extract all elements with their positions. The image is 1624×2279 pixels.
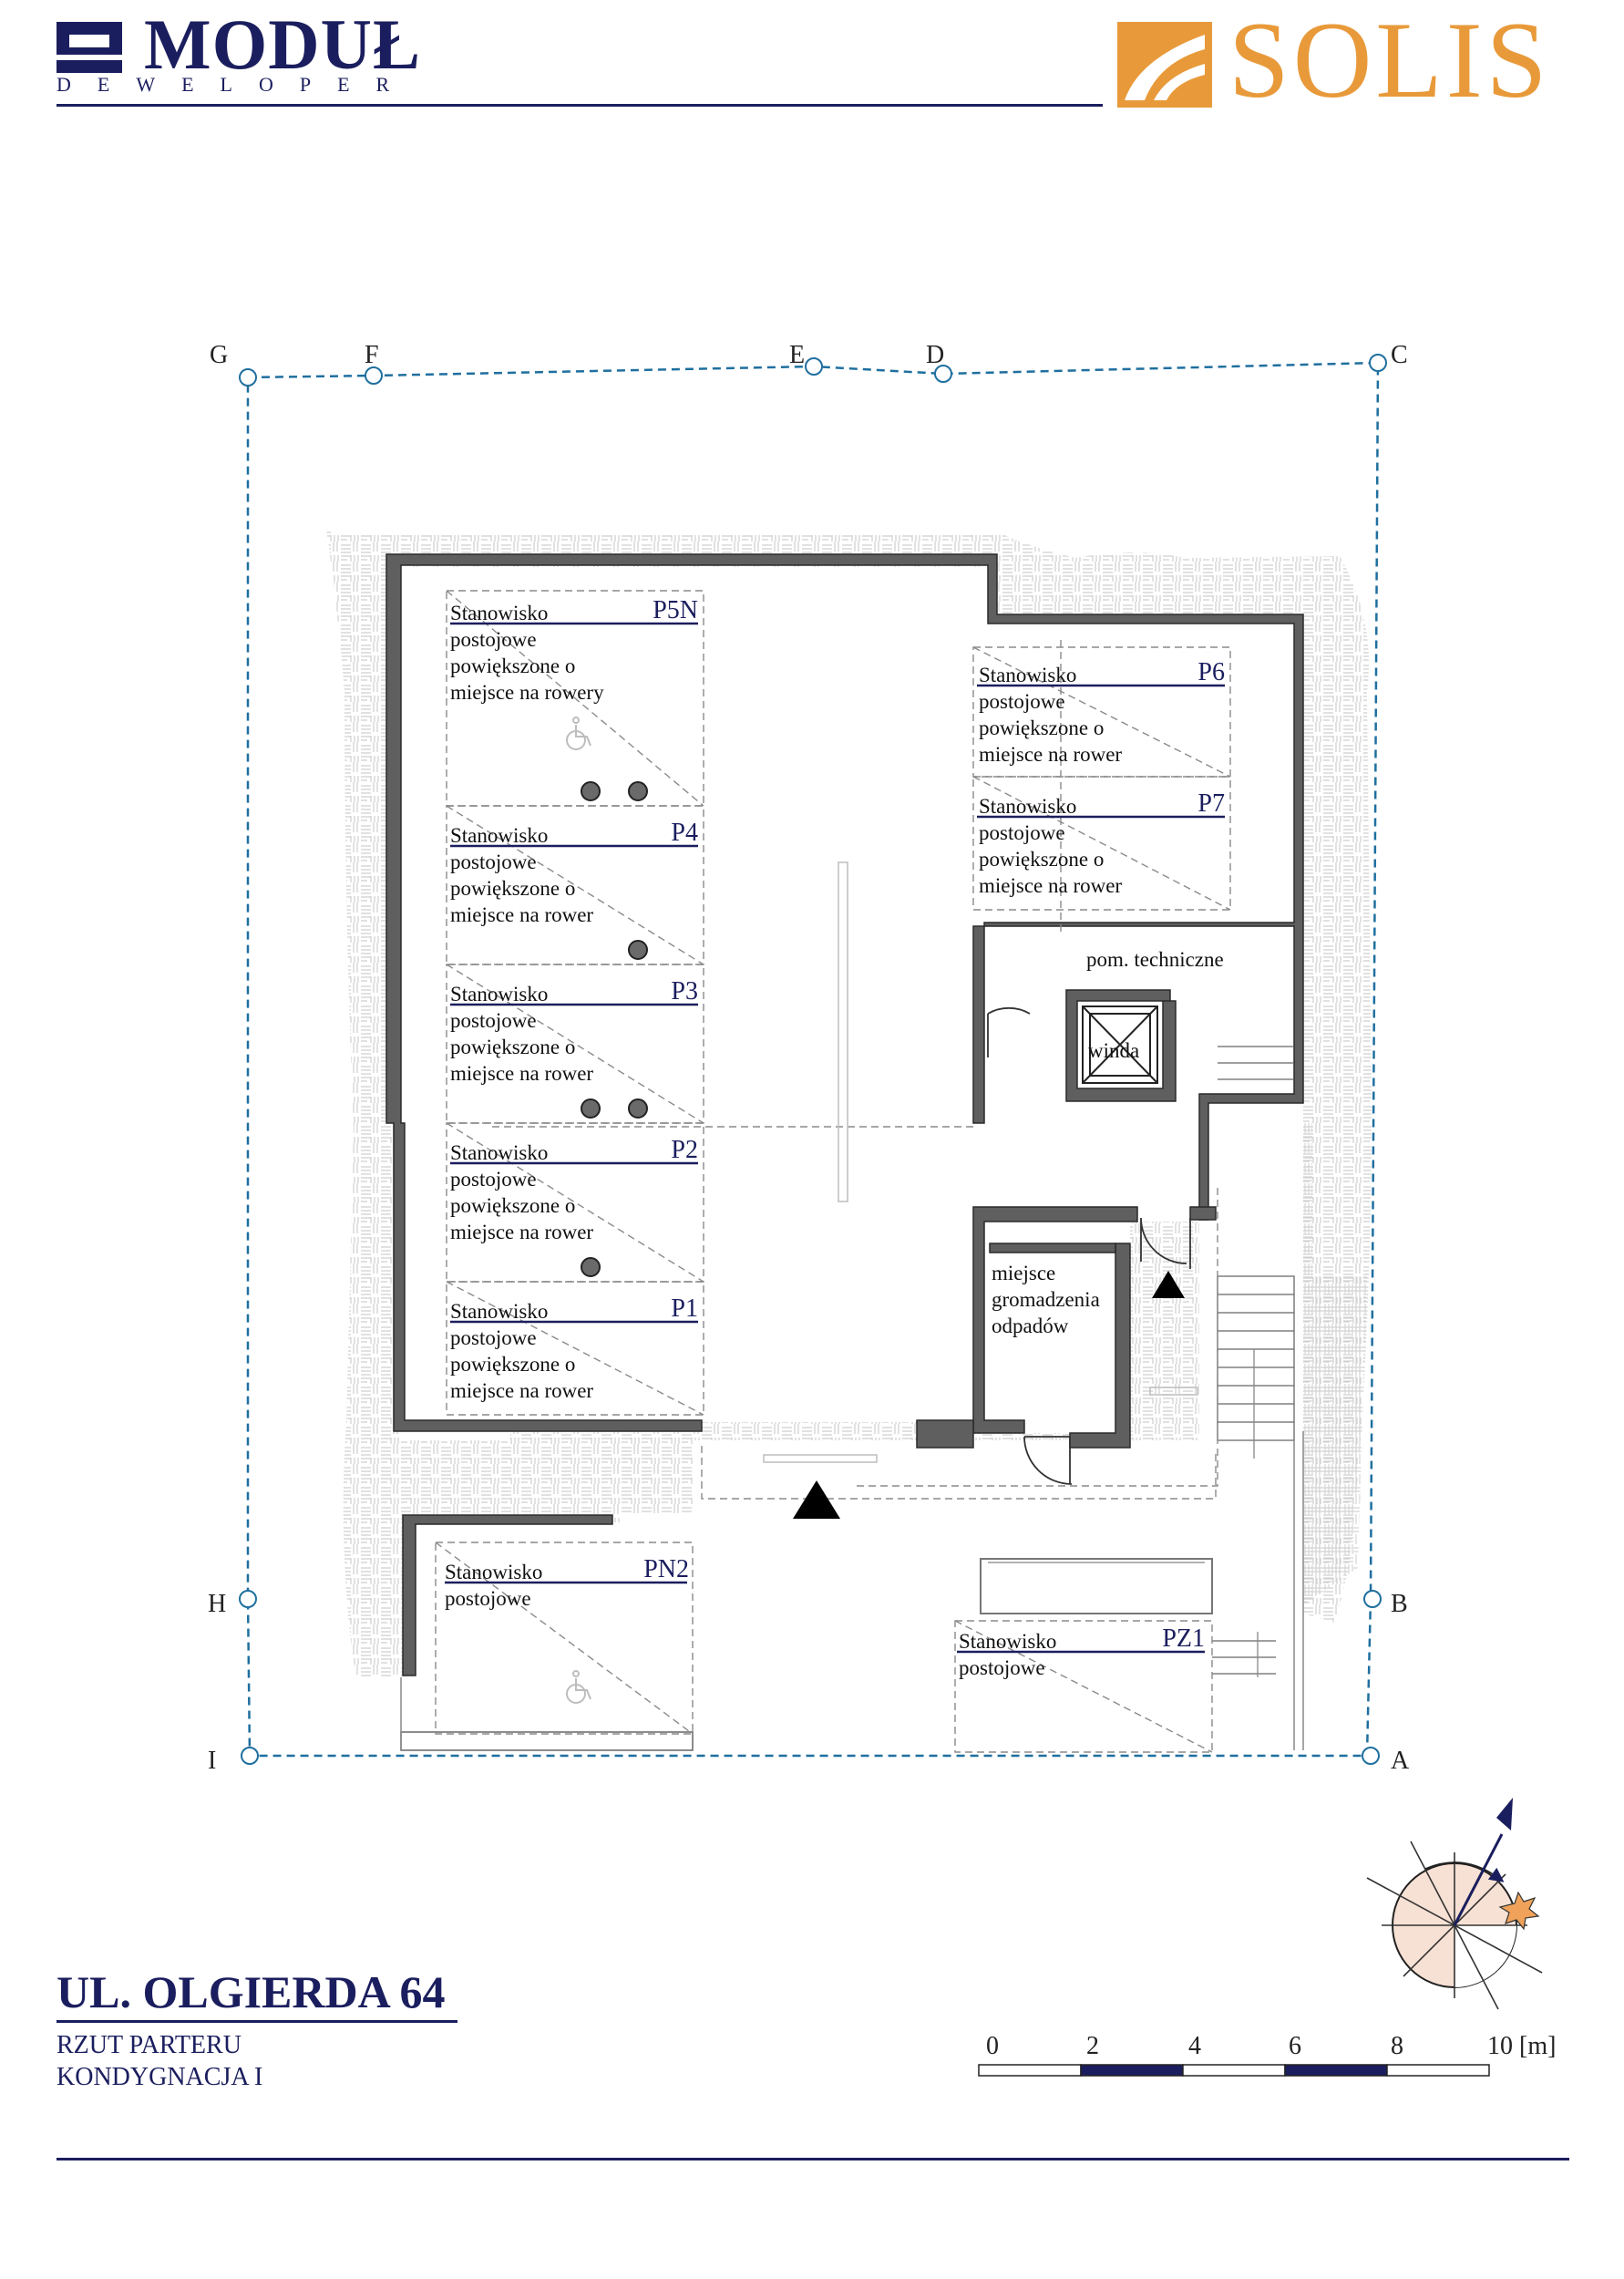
grid-axes bbox=[239, 354, 1387, 1765]
axis-label-f: F bbox=[365, 341, 379, 369]
railing bbox=[400, 1431, 1304, 1751]
space-p1-text: Stanowisko postojowe powiększone o miejs… bbox=[450, 1300, 593, 1402]
space-id-p4: P4 bbox=[671, 819, 698, 847]
address-title: UL. OLGIERDA 64 bbox=[57, 1966, 446, 2017]
side-entrance-arrow bbox=[1152, 1271, 1185, 1298]
axis-marker-h bbox=[239, 1590, 257, 1608]
walls bbox=[385, 553, 1304, 1676]
space-id-p5n: P5N bbox=[653, 596, 698, 624]
solis-logo-mark bbox=[1117, 22, 1212, 108]
modul-logo-mark bbox=[57, 22, 122, 73]
axis-marker-d bbox=[934, 365, 952, 383]
space-id-pz1: PZ1 bbox=[1162, 1624, 1205, 1653]
main-entrance-arrow bbox=[793, 1480, 840, 1519]
axis-marker-g bbox=[239, 368, 257, 387]
space-id-p2: P2 bbox=[671, 1136, 698, 1164]
space-id-pn2: PN2 bbox=[643, 1555, 689, 1583]
scale-bar bbox=[978, 2064, 1490, 2077]
scale-label-2: 2 bbox=[1086, 2032, 1099, 2060]
room-technical-label: pom. techniczne bbox=[1086, 948, 1224, 971]
scale-label-0: 0 bbox=[986, 2032, 999, 2060]
doors bbox=[987, 1007, 1191, 1485]
compass-icon bbox=[1366, 1798, 1543, 2010]
brand-left-sub: DEWELOPER bbox=[57, 73, 416, 96]
space-id-p1: P1 bbox=[671, 1294, 698, 1323]
space-pz1-text: Stanowisko postojowe bbox=[959, 1630, 1062, 1679]
space-label-underlines bbox=[445, 622, 1225, 1654]
elevator-shaft bbox=[1082, 1005, 1158, 1084]
footer-rule bbox=[57, 2158, 1569, 2160]
brand-right-name: SOLIS bbox=[1228, 0, 1551, 120]
axis-label-i: I bbox=[208, 1747, 216, 1775]
axis-label-b: B bbox=[1391, 1590, 1408, 1618]
space-id-p3: P3 bbox=[671, 977, 698, 1005]
axis-label-d: D bbox=[926, 341, 944, 369]
axis-marker-f bbox=[365, 366, 383, 385]
room-waste-label: miejsce gromadzenia odpadów bbox=[992, 1262, 1105, 1337]
columns bbox=[581, 781, 648, 1277]
entrance-arrows bbox=[793, 1271, 1185, 1519]
parking-space-outlines bbox=[435, 590, 1231, 1753]
space-p4-text: Stanowisko postojowe powiększone o miejs… bbox=[450, 824, 593, 926]
title-underline bbox=[57, 2020, 457, 2023]
room-elevator-label: winda bbox=[1088, 1039, 1139, 1062]
scale-label-4: 4 bbox=[1188, 2032, 1201, 2060]
accessibility-symbols bbox=[566, 717, 591, 1704]
space-id-p7: P7 bbox=[1197, 789, 1225, 818]
axis-marker-i bbox=[241, 1747, 259, 1765]
plot-boundary bbox=[246, 361, 1380, 1758]
level-name: KONDYGNACJA I bbox=[57, 2063, 263, 2091]
scale-label-6: 6 bbox=[1289, 2032, 1301, 2060]
space-id-p6: P6 bbox=[1197, 658, 1225, 686]
brand-left-name: MODUŁ bbox=[144, 5, 421, 84]
axis-marker-a bbox=[1362, 1747, 1380, 1765]
wheelchair-icon bbox=[566, 1670, 591, 1704]
axis-marker-b bbox=[1363, 1590, 1382, 1608]
plan-name: RZUT PARTERU bbox=[57, 2031, 242, 2059]
axis-marker-e bbox=[805, 357, 823, 376]
wheelchair-icon bbox=[566, 717, 591, 750]
scale-label-10: 10 [m] bbox=[1487, 2032, 1557, 2060]
axis-label-a: A bbox=[1391, 1747, 1410, 1775]
space-p3-text: Stanowisko postojowe powiększone o miejs… bbox=[450, 983, 593, 1085]
space-p7-text: Stanowisko postojowe powiększone o miejs… bbox=[979, 795, 1122, 897]
space-p5n-text: Stanowisko postojowe powiększone o miejs… bbox=[450, 602, 604, 704]
axis-label-c: C bbox=[1391, 341, 1408, 369]
space-p2-text: Stanowisko postojowe powiększone o miejs… bbox=[450, 1141, 593, 1243]
axis-label-g: G bbox=[210, 341, 228, 369]
axis-marker-c bbox=[1369, 354, 1387, 372]
axis-label-e: E bbox=[789, 341, 805, 369]
space-p6-text: Stanowisko postojowe powiększone o miejs… bbox=[979, 664, 1122, 766]
space-pn2-text: Stanowisko postojowe bbox=[445, 1561, 548, 1610]
header-rule bbox=[57, 104, 1103, 107]
axis-label-h: H bbox=[208, 1590, 226, 1618]
aisle-marking bbox=[763, 861, 1198, 1463]
scale-label-8: 8 bbox=[1391, 2032, 1403, 2060]
